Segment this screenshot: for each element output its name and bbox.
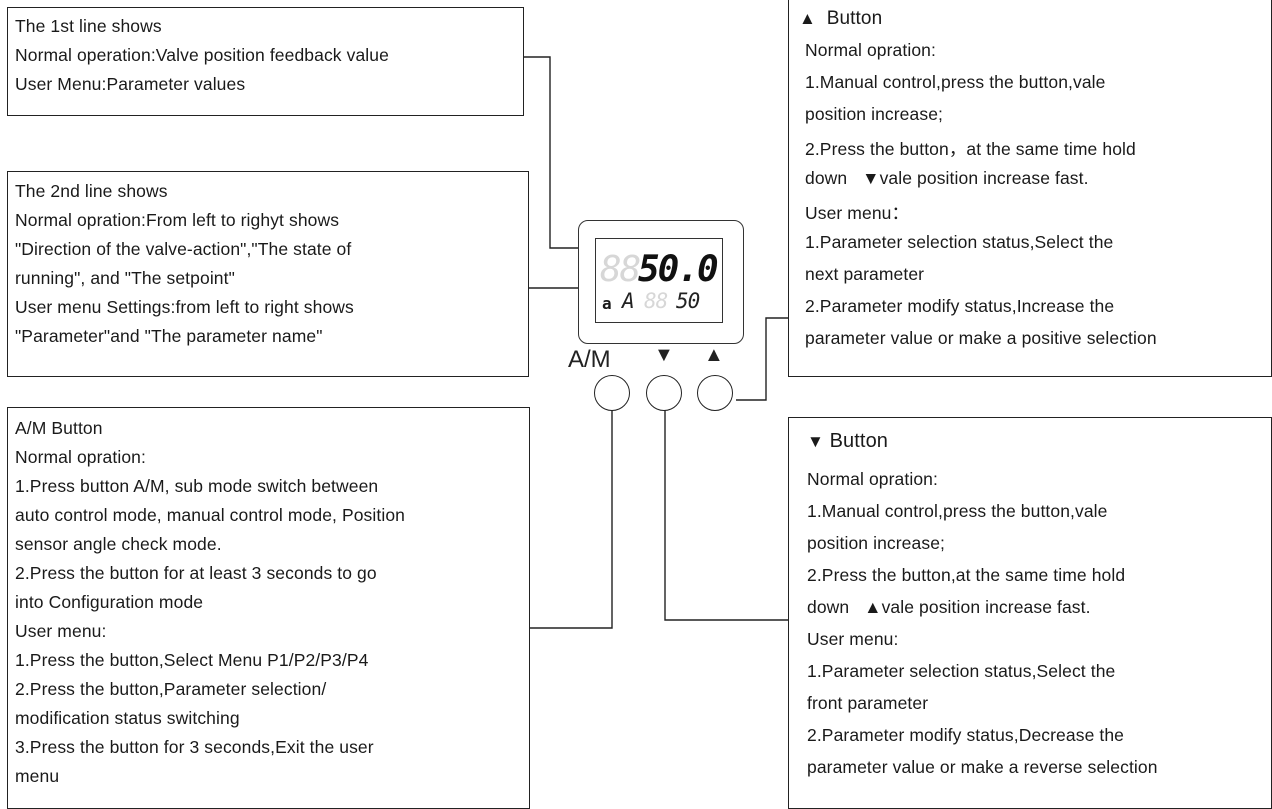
up-text-1: Normal opration: — [805, 40, 936, 60]
down-button-label: ▼ — [654, 344, 674, 366]
lcd-top-value: 50.0 — [638, 249, 719, 290]
down-title-text: Button — [829, 430, 889, 452]
up-text-7: 1.Parameter selection status,Select the — [805, 232, 1114, 252]
down-text-10: parameter value or make a reverse select… — [807, 757, 1158, 777]
lcd-mode-indicator: A — [622, 289, 635, 313]
am-button[interactable] — [594, 375, 630, 411]
second-line-text-3: running", and "The setpoint" — [15, 268, 235, 288]
up-text-3: position increase; — [805, 104, 943, 124]
down-text-7: 1.Parameter selection status,Select the — [807, 661, 1116, 681]
am-text-7: User menu: — [15, 621, 107, 641]
up-button-info-box: ▲ Button Normal opration: 1.Manual contr… — [788, 0, 1272, 377]
am-text-1: Normal opration: — [15, 447, 146, 467]
down-text-6: User menu: — [807, 629, 899, 649]
connector-first-line — [522, 56, 580, 249]
lcd-setpoint-value: 50 — [676, 289, 700, 313]
am-text-3: auto control mode, manual control mode, … — [15, 505, 406, 525]
up-button-label: ▲ — [704, 344, 724, 366]
am-text-6: into Configuration mode — [15, 592, 204, 612]
am-title: A/M Button — [15, 418, 103, 438]
down-text-2: 1.Manual control,press the button,vale — [807, 501, 1108, 521]
down-down-word: down — [807, 597, 850, 617]
down-text-9: 2.Parameter modify status,Decrease the — [807, 725, 1124, 745]
lcd-screen: 88 50.0 a A 88 50 — [595, 238, 723, 323]
up-triangle-inline-icon: ▲ — [864, 597, 882, 617]
am-text-2: 1.Press button A/M, sub mode switch betw… — [15, 476, 379, 496]
am-text-8: 1.Press the button,Select Menu P1/P2/P3/… — [15, 650, 369, 670]
down-triangle-inline-icon: ▼ — [862, 168, 880, 188]
up-down-word: down — [805, 168, 848, 188]
connector-up-button — [736, 317, 790, 401]
second-line-title: The 2nd line shows — [15, 181, 168, 201]
lcd-bottom-ghost-digits: 88 — [644, 289, 668, 313]
down-button-info-box: ▼ Button Normal opration: 1.Manual contr… — [788, 417, 1272, 809]
first-line-info-box: The 1st line shows Normal operation:Valv… — [7, 7, 524, 116]
down-text-1: Normal opration: — [807, 469, 938, 489]
am-text-12: menu — [15, 766, 60, 786]
am-text-9: 2.Press the button,Parameter selection/ — [15, 679, 327, 699]
connector-down-button — [664, 400, 790, 621]
down-title: ▼ Button — [807, 430, 888, 453]
up-text-4: 2.Press the button，at the same time hold — [805, 139, 1136, 159]
first-line-title: The 1st line shows — [15, 16, 162, 36]
up-title: ▲ Button — [799, 8, 882, 30]
up-text-10: parameter value or make a positive selec… — [805, 328, 1157, 348]
connector-am-button — [528, 400, 613, 629]
down-button[interactable] — [646, 375, 682, 411]
first-line-user-menu-text: User Menu:Parameter values — [15, 74, 246, 94]
am-text-11: 3.Press the button for 3 seconds,Exit th… — [15, 737, 374, 757]
down-triangle-icon: ▼ — [807, 432, 824, 451]
up-text-8: next parameter — [805, 264, 925, 284]
lcd-top-ghost-digits: 88 — [600, 249, 641, 290]
up-title-text: Button — [826, 8, 883, 29]
am-text-10: modification status switching — [15, 708, 240, 728]
down-text-4: 2.Press the button,at the same time hold — [807, 565, 1126, 585]
second-line-text-4: User menu Settings:from left to right sh… — [15, 297, 354, 317]
down-text-5: down ▲vale position increase fast. — [807, 597, 1091, 618]
up-button[interactable] — [697, 375, 733, 411]
am-button-label: A/M — [568, 346, 611, 373]
second-line-text-1: Normal opration:From left to righyt show… — [15, 210, 340, 230]
up-text-5: down ▼vale position increase fast. — [805, 168, 1089, 189]
second-line-text-5: "Parameter"and "The parameter name" — [15, 326, 323, 346]
up-text-9: 2.Parameter modify status,Increase the — [805, 296, 1115, 316]
am-text-5: 2.Press the button for at least 3 second… — [15, 563, 377, 583]
up-text-2: 1.Manual control,press the button,vale — [805, 72, 1106, 92]
down-text-3: position increase; — [807, 533, 945, 553]
lcd-status-icon: a — [602, 294, 612, 313]
up-triangle-icon: ▲ — [799, 9, 816, 28]
second-line-info-box: The 2nd line shows Normal opration:From … — [7, 171, 529, 377]
device-display-housing: 88 50.0 a A 88 50 — [578, 220, 744, 344]
am-text-4: sensor angle check mode. — [15, 534, 222, 554]
first-line-normal-text: Normal operation:Valve position feedback… — [15, 45, 389, 65]
up-text-6: User menu： — [805, 203, 910, 223]
down-text-8: front parameter — [807, 693, 929, 713]
second-line-text-2: "Direction of the valve-action","The sta… — [15, 239, 352, 259]
am-button-info-box: A/M Button Normal opration: 1.Press butt… — [7, 407, 530, 809]
up-fast-text: vale position increase fast. — [879, 168, 1089, 188]
down-fast-text: vale position increase fast. — [881, 597, 1091, 617]
